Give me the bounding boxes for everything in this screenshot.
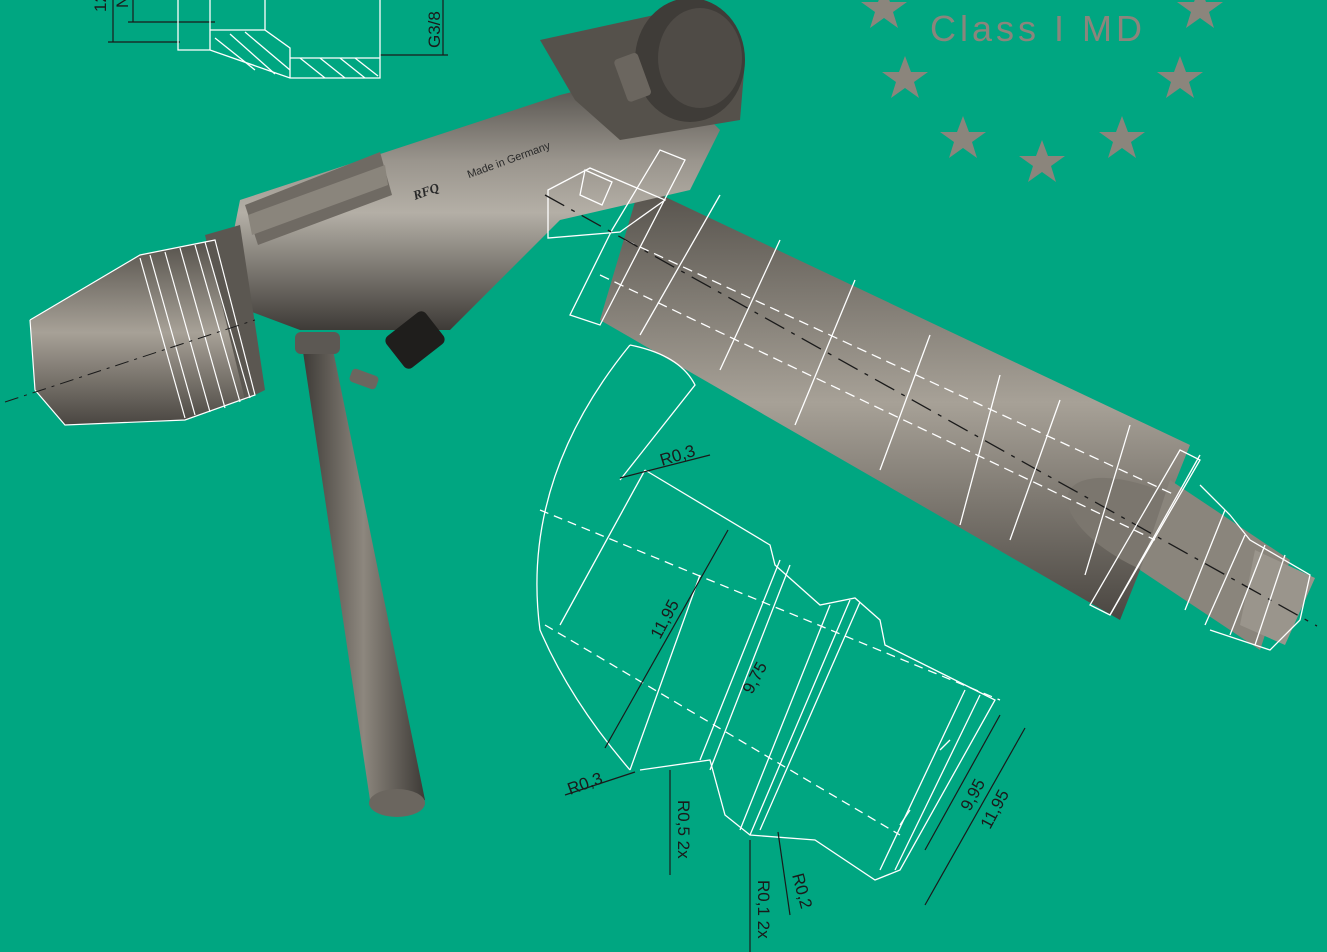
dim-r05: R0,5 2x bbox=[674, 800, 693, 859]
trigger-button bbox=[385, 311, 445, 369]
grip-outline-drawing bbox=[544, 149, 1318, 651]
star-icon bbox=[1099, 116, 1145, 158]
star-icon bbox=[1019, 140, 1065, 182]
class-badge-stars bbox=[861, 0, 1223, 182]
star-icon bbox=[861, 0, 907, 28]
detail-section-drawing bbox=[536, 344, 1001, 881]
dimension-lines bbox=[564, 454, 1026, 952]
star-icon bbox=[940, 116, 986, 158]
dim-r02: R0,2 bbox=[788, 871, 816, 911]
star-icon bbox=[882, 56, 928, 98]
drawing-label-g38: G3/8 bbox=[425, 11, 444, 48]
body-clip bbox=[245, 152, 392, 245]
class-badge-label: Class I MD bbox=[930, 8, 1147, 49]
grip-tube bbox=[600, 185, 1315, 650]
dim-975: 9,75 bbox=[739, 659, 771, 697]
dim-r01: R0,1 2x bbox=[754, 880, 773, 939]
star-icon bbox=[1157, 56, 1203, 98]
star-icon bbox=[1177, 0, 1223, 28]
dim-r03-upper: R0,3 bbox=[658, 441, 698, 470]
lever-handle bbox=[295, 332, 425, 817]
drawing-label-n: N bbox=[113, 0, 132, 8]
dim-r03-lower: R0,3 bbox=[565, 769, 605, 799]
body-upper-arm bbox=[220, 0, 745, 330]
drawing-label-12: 12 bbox=[91, 0, 110, 12]
top-left-section-drawing bbox=[108, 0, 448, 79]
nose-cone bbox=[4, 225, 265, 426]
